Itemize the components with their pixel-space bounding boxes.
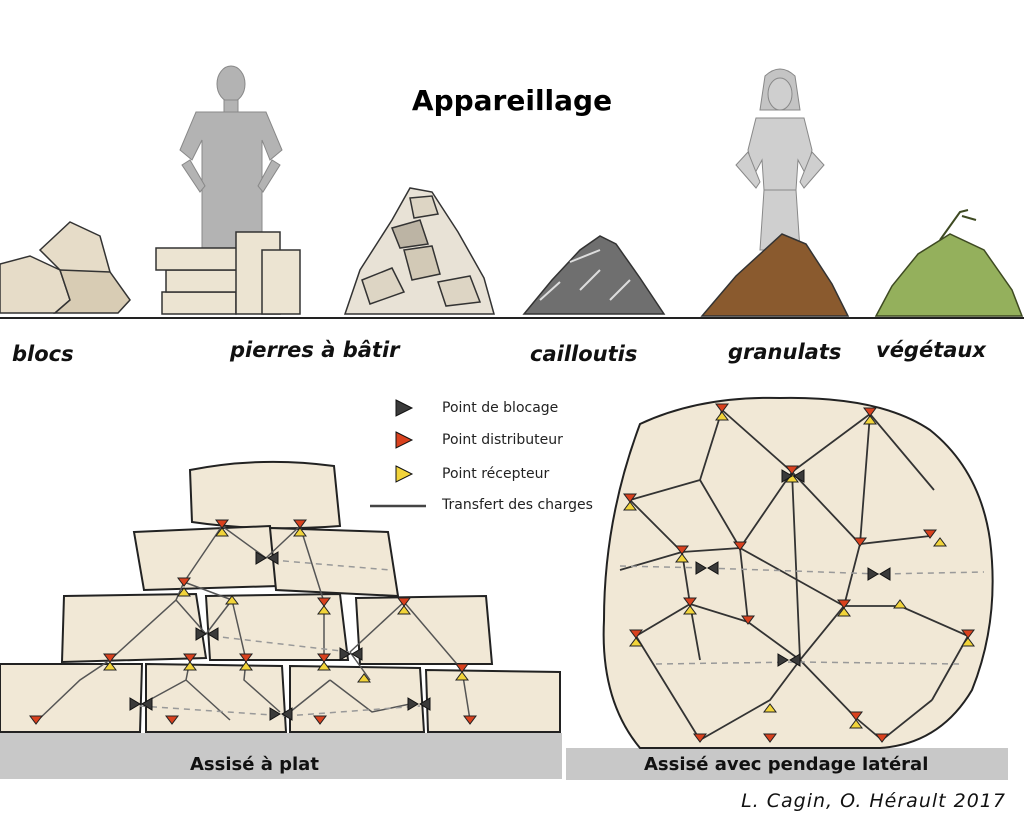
legend-label-transfer: Transfert des charges bbox=[442, 497, 593, 513]
material-label-pierres: pierres à bâtir bbox=[230, 338, 400, 362]
lateral-dip-stones bbox=[602, 396, 994, 749]
legend-label-blocking: Point de blocage bbox=[442, 400, 559, 416]
legend-label-receiver: Point récepteur bbox=[442, 466, 550, 482]
building-stones bbox=[155, 231, 301, 315]
man-figure bbox=[179, 65, 283, 251]
lateral-dip-label: Assisé avec pendage latéral bbox=[644, 754, 929, 775]
material-label-vegetaux: végétaux bbox=[876, 338, 986, 362]
flat-load-lines bbox=[35, 525, 471, 723]
distributor-points bbox=[29, 403, 975, 743]
gravel-pile bbox=[522, 235, 666, 315]
material-label-granulats: granulats bbox=[728, 340, 842, 364]
credit-text: L. Cagin, O. Hérault 2017 bbox=[741, 790, 1006, 812]
aggregate-pile bbox=[700, 233, 850, 317]
ground-band-left bbox=[0, 733, 562, 779]
distributor-point-symbol bbox=[395, 431, 414, 449]
receiver-points bbox=[103, 411, 975, 729]
vegetation-pile bbox=[874, 209, 1024, 317]
blocs-pile bbox=[0, 221, 131, 314]
lateral-load-lines bbox=[619, 409, 969, 741]
flat-load-dashes bbox=[139, 559, 421, 717]
flat-course-stones bbox=[0, 460, 561, 733]
flat-course-label: Assisé à plat bbox=[190, 754, 319, 775]
receiver-point-symbol bbox=[395, 465, 414, 483]
material-label-blocs: blocs bbox=[12, 342, 74, 366]
legend-label-distributor: Point distributeur bbox=[442, 432, 563, 448]
ground-band-right bbox=[566, 748, 1008, 780]
rubble-pile bbox=[343, 187, 495, 315]
material-label-cailloutis: cailloutis bbox=[530, 342, 638, 366]
blocking-point-symbol bbox=[395, 399, 414, 417]
woman-figure bbox=[735, 68, 825, 251]
diagram-title: Appareillage bbox=[411, 84, 613, 117]
blocking-points bbox=[129, 469, 891, 721]
